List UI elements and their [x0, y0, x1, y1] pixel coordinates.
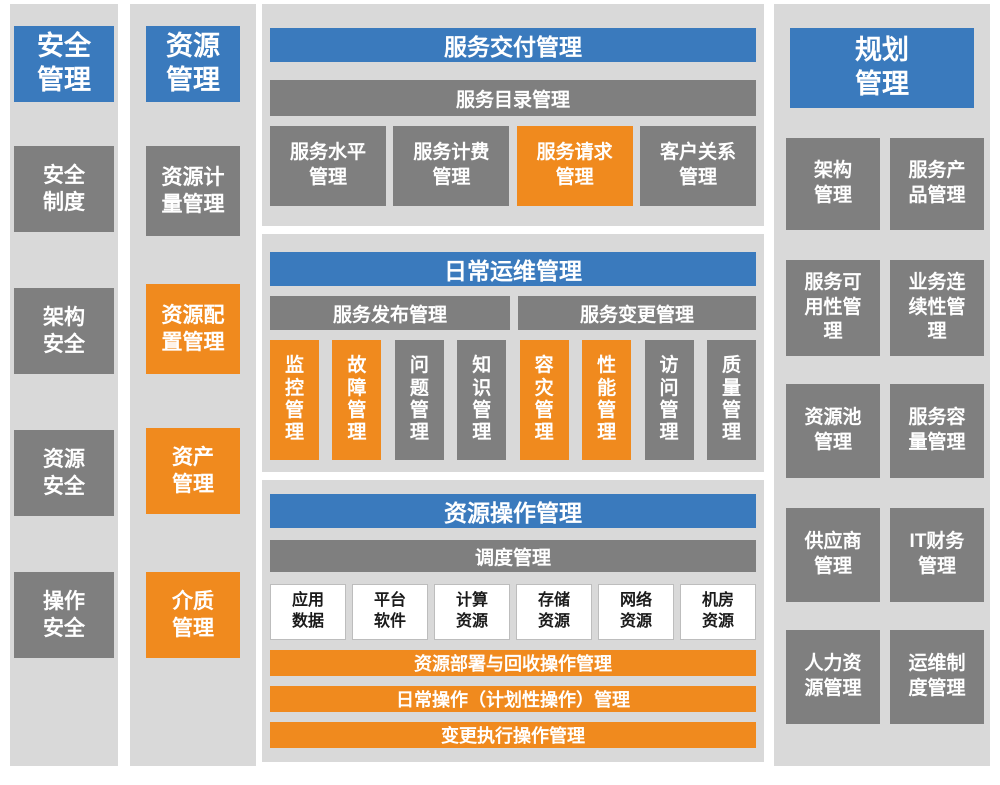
security-column-header: 安全 管理 [14, 26, 114, 102]
quality-box: 质 量 管 理 [706, 340, 756, 460]
planning-item-service-product: 服务产 品管理 [890, 138, 984, 230]
security-item-operation: 操作 安全 [14, 572, 114, 658]
disaster-recovery-box: 容 灾 管 理 [519, 340, 569, 460]
resource-item-metering: 资源计 量管理 [146, 146, 240, 236]
planning-item-business-continuity: 业务连 续性管 理 [890, 260, 984, 356]
resource-types-row: 应用 数据 平台 软件 计算 资源 存储 资源 网络 资源 机房 资源 [270, 584, 756, 640]
service-level-box: 服务水平 管理 [270, 126, 386, 206]
resource-item-media: 介质 管理 [146, 572, 240, 658]
planning-item-architecture: 架构 管理 [786, 138, 880, 230]
service-delivery-boxes-row: 服务水平 管理 服务计费 管理 服务请求 管理 客户关系 管理 [270, 126, 756, 206]
deploy-reclaim-ops-bar: 资源部署与回收操作管理 [270, 650, 756, 676]
planning-item-service-availability: 服务可 用性管 理 [786, 260, 880, 356]
security-item-architecture: 架构 安全 [14, 288, 114, 374]
daily-ops-boxes-row: 监 控 管 理 故 障 管 理 问 题 管 理 知 识 管 理 容 灾 管 理 … [270, 340, 756, 460]
datacenter-resource-box: 机房 资源 [680, 584, 756, 640]
incident-box: 故 障 管 理 [332, 340, 382, 460]
service-catalog-bar: 服务目录管理 [270, 80, 756, 116]
access-box: 访 问 管 理 [644, 340, 694, 460]
planning-item-ops-policy: 运维制 度管理 [890, 630, 984, 724]
planning-item-hr: 人力资 源管理 [786, 630, 880, 724]
change-execution-ops-bar: 变更执行操作管理 [270, 722, 756, 748]
planning-column: 规划 管理 架构 管理 服务产 品管理 服务可 用性管 理 业务连 续性管 理 … [774, 4, 990, 766]
service-delivery-panel: 服务交付管理 服务目录管理 服务水平 管理 服务计费 管理 服务请求 管理 客户… [262, 4, 764, 226]
performance-box: 性 能 管 理 [582, 340, 632, 460]
resource-column: 资源 管理 资源计 量管理 资源配 置管理 资产 管理 介质 管理 [130, 4, 256, 766]
app-data-box: 应用 数据 [270, 584, 346, 640]
daily-ops-panel: 日常运维管理 服务发布管理 服务变更管理 监 控 管 理 故 障 管 理 问 题… [262, 234, 764, 472]
resource-item-configuration: 资源配 置管理 [146, 284, 240, 374]
dispatch-bar: 调度管理 [270, 540, 756, 572]
platform-software-box: 平台 软件 [352, 584, 428, 640]
security-item-resource: 资源 安全 [14, 430, 114, 516]
service-change-bar: 服务变更管理 [518, 296, 756, 330]
storage-resource-box: 存储 资源 [516, 584, 592, 640]
service-request-box: 服务请求 管理 [516, 126, 633, 206]
security-item-policy: 安全 制度 [14, 146, 114, 232]
daily-planned-ops-bar: 日常操作（计划性操作）管理 [270, 686, 756, 712]
resource-column-header: 资源 管理 [146, 26, 240, 102]
resource-item-asset: 资产 管理 [146, 428, 240, 514]
service-release-bar: 服务发布管理 [270, 296, 510, 330]
planning-item-resource-pool: 资源池 管理 [786, 384, 880, 478]
planning-item-service-capacity: 服务容 量管理 [890, 384, 984, 478]
daily-ops-title: 日常运维管理 [270, 252, 756, 286]
security-column: 安全 管理 安全 制度 架构 安全 资源 安全 操作 安全 [10, 4, 118, 766]
compute-resource-box: 计算 资源 [434, 584, 510, 640]
service-delivery-title: 服务交付管理 [270, 28, 756, 62]
service-billing-box: 服务计费 管理 [393, 126, 510, 206]
network-resource-box: 网络 资源 [598, 584, 674, 640]
planning-column-header: 规划 管理 [790, 28, 974, 108]
monitoring-box: 监 控 管 理 [270, 340, 319, 460]
knowledge-box: 知 识 管 理 [457, 340, 507, 460]
planning-item-supplier: 供应商 管理 [786, 508, 880, 602]
customer-relationship-box: 客户关系 管理 [639, 126, 756, 206]
resource-ops-panel: 资源操作管理 调度管理 应用 数据 平台 软件 计算 资源 存储 资源 网络 资… [262, 480, 764, 762]
resource-ops-title: 资源操作管理 [270, 494, 756, 528]
problem-box: 问 题 管 理 [394, 340, 444, 460]
planning-item-it-finance: IT财务 管理 [890, 508, 984, 602]
